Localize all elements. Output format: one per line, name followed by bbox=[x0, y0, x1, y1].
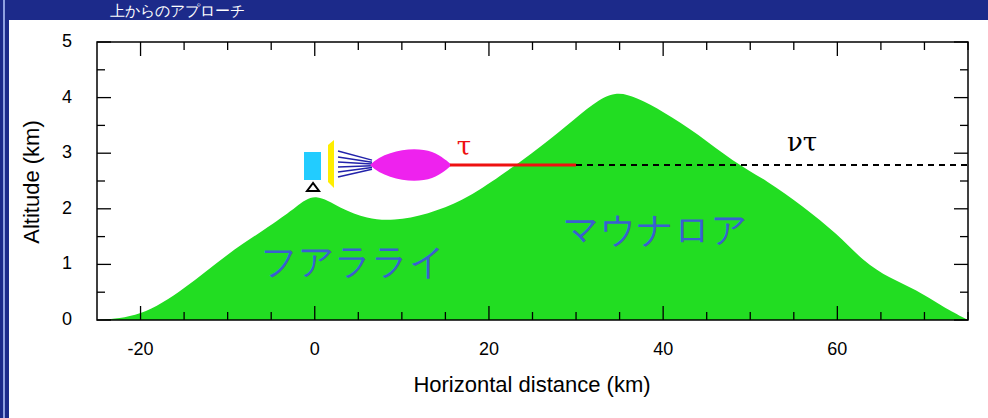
y-tick-label: 5 bbox=[62, 32, 72, 52]
title-band bbox=[0, 0, 988, 20]
tau-track bbox=[450, 164, 576, 167]
y-tick-label: 4 bbox=[62, 88, 72, 108]
x-tick-label: -20 bbox=[128, 340, 154, 360]
neutrino-track bbox=[576, 164, 968, 166]
x-tick-label: 0 bbox=[310, 340, 320, 360]
x-tick-label: 40 bbox=[653, 340, 673, 360]
detector-camera bbox=[304, 152, 321, 180]
plot-frame bbox=[97, 42, 968, 320]
y-tick-label: 1 bbox=[62, 254, 72, 274]
y-tick-label: 3 bbox=[62, 143, 72, 163]
axis-ticks bbox=[97, 42, 968, 320]
detector-mirror bbox=[328, 140, 334, 188]
mountain-name: フアラライ bbox=[261, 242, 446, 282]
slide-title: 上からのアプローチ bbox=[110, 3, 245, 20]
neutrino-label: ντ bbox=[787, 128, 817, 157]
detector-mount bbox=[307, 183, 319, 191]
x-tick-label: 20 bbox=[479, 340, 499, 360]
side-bar-stripe bbox=[3, 0, 5, 418]
air-shower bbox=[370, 149, 452, 180]
y-tick-label: 2 bbox=[62, 199, 72, 219]
y-tick-label: 0 bbox=[62, 310, 72, 330]
mountain-name: マウナロア bbox=[563, 210, 748, 250]
side-bar bbox=[0, 0, 9, 418]
tau-label: τ bbox=[457, 132, 471, 161]
cherenkov-light-rays bbox=[338, 151, 372, 177]
y-axis-title: Altitude (km) bbox=[20, 120, 44, 243]
x-axis-title: Horizontal distance (km) bbox=[413, 373, 650, 397]
mountain-silhouette bbox=[97, 94, 968, 320]
x-tick-label: 60 bbox=[827, 340, 847, 360]
